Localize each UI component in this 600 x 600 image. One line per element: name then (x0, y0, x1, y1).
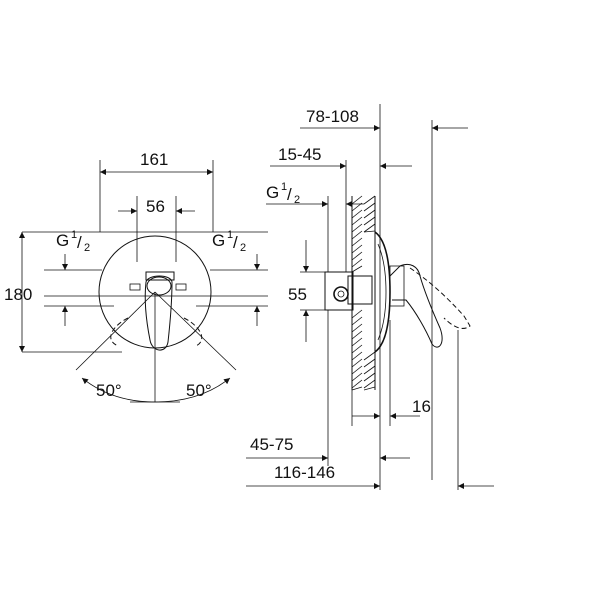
hatch-line (363, 195, 376, 205)
hatch-line (363, 202, 376, 212)
hatch-line (363, 358, 376, 368)
hatch-line (351, 258, 363, 268)
hatch-line (363, 223, 376, 233)
hatch-line (351, 351, 363, 361)
hatch-line (351, 209, 363, 219)
dim-78-108-label: 78-108 (306, 107, 359, 126)
hatch-line (351, 316, 363, 326)
thread-left-prefix: G (56, 231, 69, 250)
side-thread-prefix: G (266, 183, 279, 202)
hatch-line (363, 351, 376, 361)
hatch-line (351, 223, 363, 233)
hatch-line (351, 309, 363, 319)
dim-16-label: 16 (412, 397, 431, 416)
swing-arc-right (183, 317, 203, 347)
angle-left-label: 50° (96, 381, 122, 400)
handle-base-plate (145, 271, 175, 281)
hatch-line (351, 230, 363, 240)
body-outlet (333, 286, 349, 302)
side-view: 78-108 15-45 G 1 / 2 55 16 45-75 (246, 104, 494, 490)
hatch-line (351, 372, 363, 382)
thread-right-slash: / (233, 233, 238, 252)
hatch-line (363, 379, 376, 389)
hatch-line (351, 379, 363, 389)
side-thread-num: 1 (281, 181, 287, 193)
mixer-handle (144, 275, 173, 351)
dim-45-75-label: 45-75 (250, 435, 293, 454)
thread-right-num: 1 (227, 229, 233, 241)
hatch-line (351, 358, 363, 368)
connector-stub-right (175, 283, 187, 291)
dim-180-label: 180 (4, 285, 32, 304)
hatch-line (351, 330, 363, 340)
hatch-line (363, 230, 376, 233)
front-view: 161 56 G 1 / 2 G 1 / 2 180 (4, 150, 268, 403)
concealed-body (324, 271, 354, 311)
hatch-line (351, 344, 363, 354)
dim-55-label: 55 (288, 285, 307, 304)
wall-hatch (351, 195, 376, 391)
lever-dashed (409, 267, 471, 329)
hatch-line (363, 386, 376, 391)
swing-arc-left (110, 317, 129, 347)
hatch-line (351, 386, 363, 391)
hatch-line (351, 265, 363, 273)
hatch-line (351, 337, 363, 347)
thread-left-den: 2 (84, 242, 90, 254)
side-thread-den: 2 (294, 194, 300, 206)
thread-right-den: 2 (240, 242, 246, 254)
hatch-line (351, 323, 363, 333)
thread-left-num: 1 (71, 229, 77, 241)
hatch-line (351, 237, 363, 247)
dim-116-146-label: 116-146 (274, 463, 335, 482)
hatch-line (351, 244, 363, 254)
dim-56-label: 56 (146, 197, 165, 216)
hatch-line (351, 251, 363, 261)
handle-cap (146, 276, 172, 296)
lever-profile (389, 263, 443, 348)
connector-stub-left (129, 283, 141, 291)
side-thread-slash: / (287, 185, 292, 204)
thread-right-prefix: G (212, 231, 225, 250)
hatch-line (351, 216, 363, 226)
cover-plate-profile (374, 231, 391, 353)
hatch-line (363, 209, 376, 219)
hatch-line (351, 195, 363, 205)
hatch-line (363, 372, 376, 382)
angle-right-label: 50° (186, 381, 212, 400)
dim-15-45-label: 15-45 (278, 145, 321, 164)
hatch-line (363, 365, 376, 375)
hatch-line (351, 365, 363, 375)
hatch-line (363, 216, 376, 226)
thread-left-slash: / (77, 233, 82, 252)
dim-161-label: 161 (140, 150, 168, 169)
